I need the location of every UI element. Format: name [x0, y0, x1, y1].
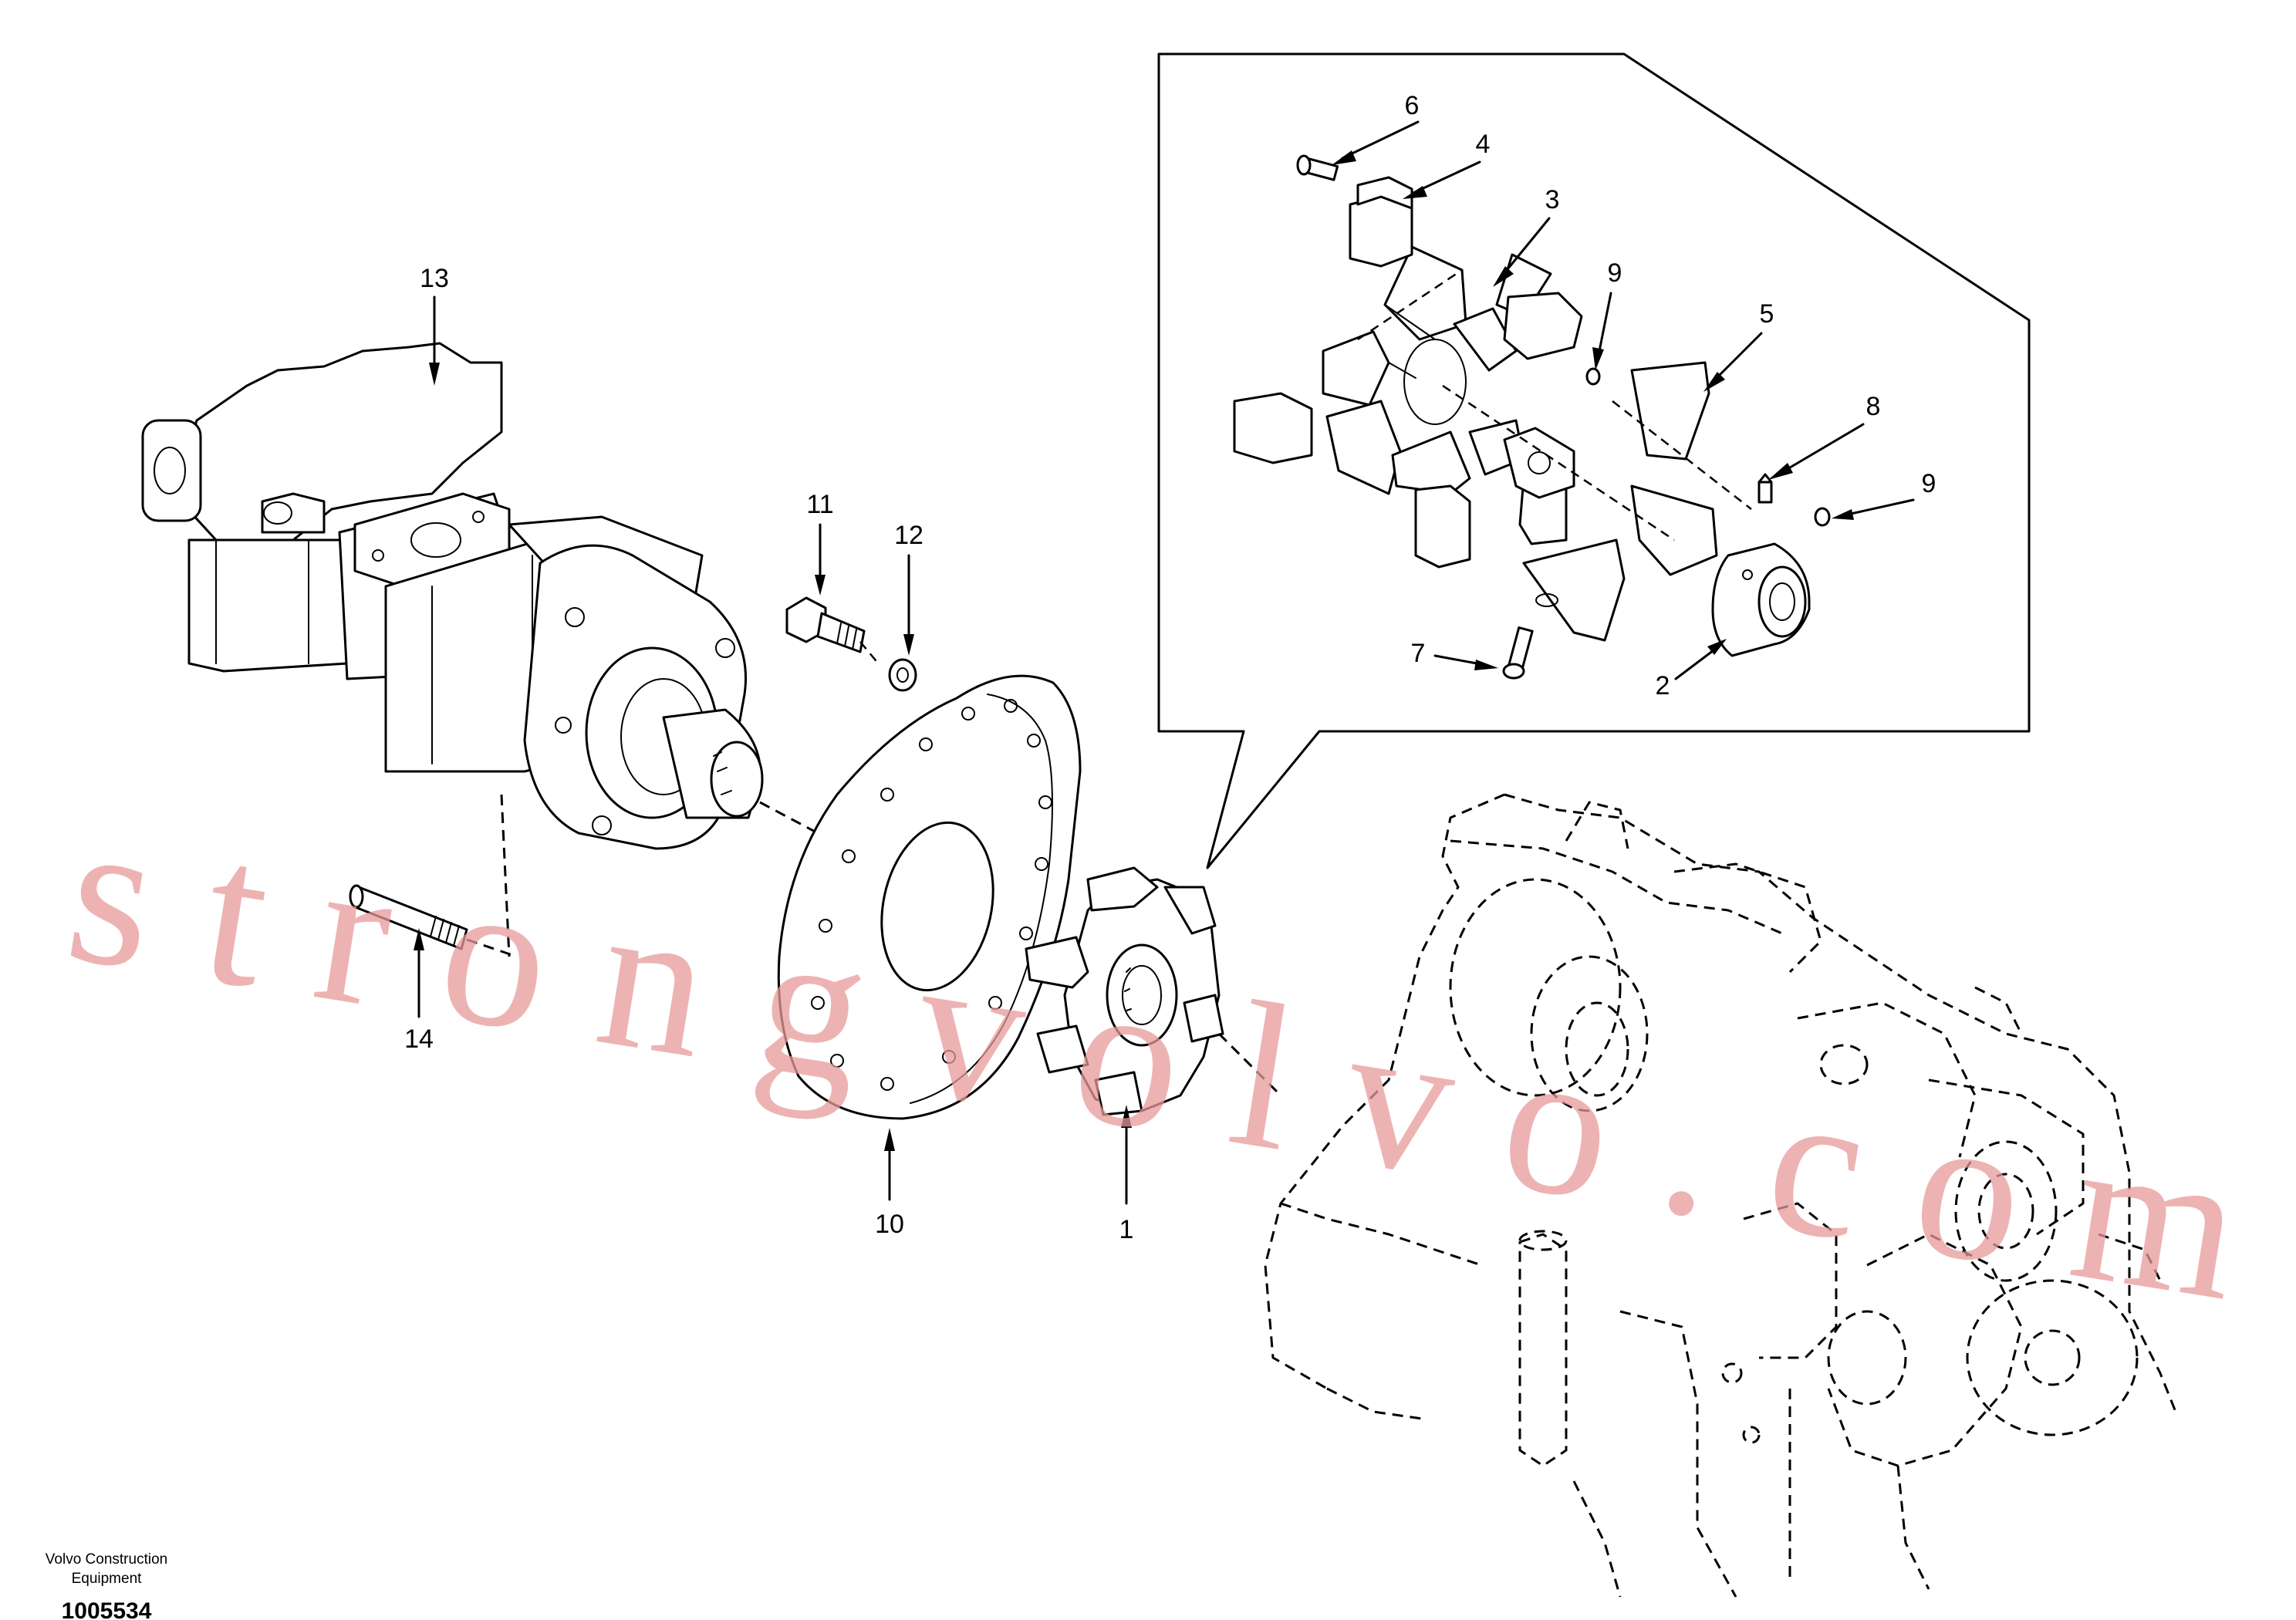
callout-6: 6 [1405, 91, 1420, 120]
shaft-centerline [759, 801, 819, 835]
set-screw-part-9-lower [1814, 507, 1831, 527]
callout-7: 7 [1411, 639, 1426, 668]
callout-3: 3 [1545, 185, 1560, 214]
sleeve-part-5 [1522, 361, 1718, 642]
callout-12: 12 [894, 521, 923, 550]
leader-lines [414, 120, 1915, 1205]
detail-inset-frame [1157, 52, 2031, 869]
flywheel-bolt-holes [811, 699, 1052, 1091]
washer-part-12 [888, 658, 917, 692]
callout-1: 1 [1119, 1215, 1134, 1244]
callout-9-lower: 9 [1922, 469, 1936, 498]
jaw-insert-part [1233, 176, 1583, 569]
callout-labels: 13 11 12 14 10 1 6 4 3 9 5 8 9 7 2 [404, 91, 1936, 1244]
flexible-coupling-part [1025, 866, 1224, 1116]
callout-9-upper: 9 [1608, 258, 1622, 288]
bolt-part-6 [1296, 154, 1339, 181]
callout-11: 11 [806, 490, 833, 519]
footer-company-line2: Equipment [72, 1571, 143, 1587]
callout-10: 10 [875, 1210, 904, 1239]
callout-13: 13 [420, 264, 449, 293]
callout-5: 5 [1760, 299, 1774, 329]
callout-8: 8 [1866, 392, 1881, 421]
stud-part-14 [349, 884, 468, 950]
bolt-part-7 [1502, 626, 1534, 680]
watermark-text: strongvolvo.com [55, 774, 2255, 1345]
drawing-number: 1005534 [62, 1598, 152, 1620]
engine-outline [1264, 793, 2177, 1598]
hub-part [1711, 542, 1811, 657]
footer: Volvo Construction Equipment 1005534 [46, 1551, 167, 1620]
set-screw-part-8 [1757, 473, 1773, 504]
callout-2: 2 [1656, 671, 1670, 700]
bolt-centerline [500, 794, 511, 957]
detail-inset [1157, 52, 2031, 869]
callout-4: 4 [1476, 130, 1491, 159]
callout-14: 14 [404, 1024, 434, 1054]
flywheel-plate-part [777, 674, 1082, 1120]
bolt-part-11 [785, 596, 866, 653]
hydraulic-pump-part [141, 342, 764, 850]
set-screw-part-9-upper [1585, 367, 1601, 386]
footer-company-line1: Volvo Construction [46, 1551, 167, 1568]
